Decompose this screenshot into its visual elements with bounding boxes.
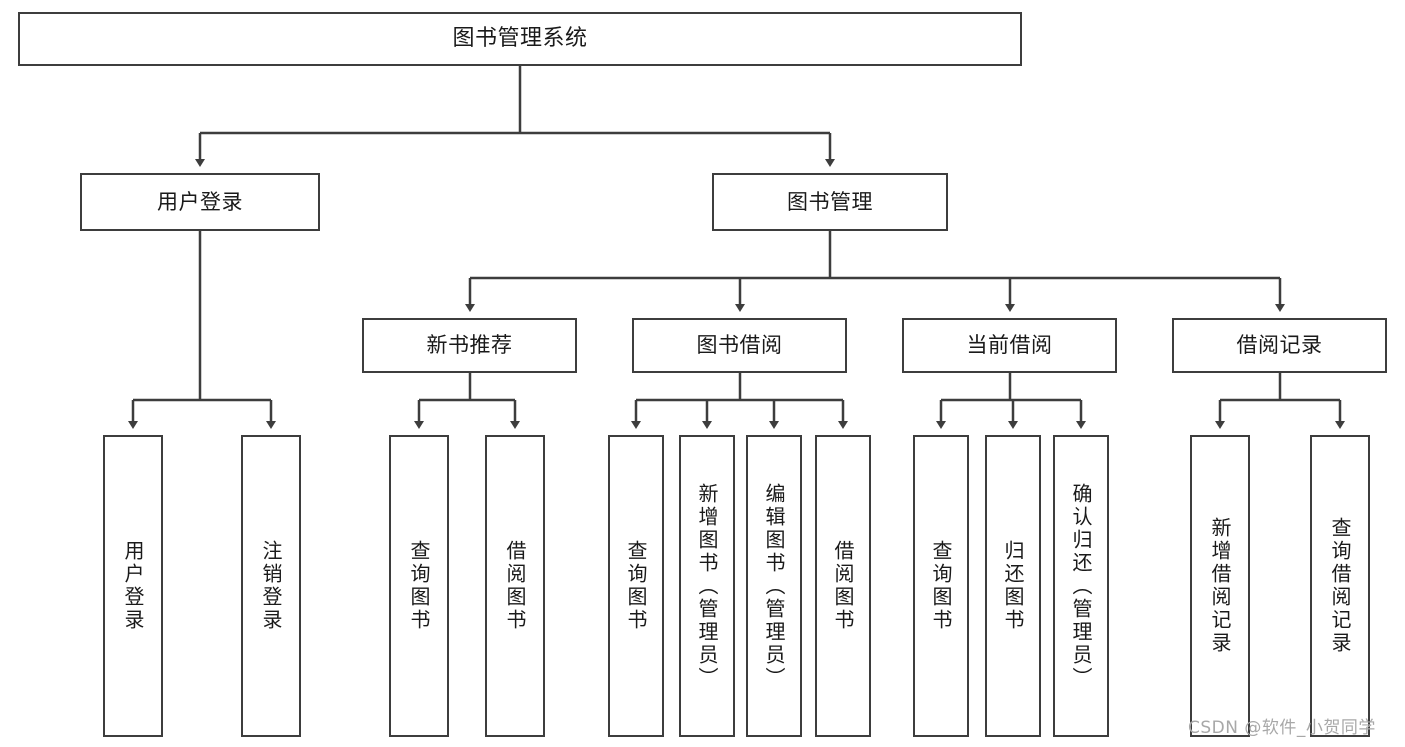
node-leaf-confirm-return-label: 确认归还（管理员） xyxy=(1069,482,1093,690)
node-leaf-borrow-book[interactable]: 借阅图书 xyxy=(815,435,871,737)
node-leaf-user-logout[interactable]: 注销登录 xyxy=(241,435,301,737)
node-book-borrow-label: 图书借阅 xyxy=(696,333,783,358)
node-leaf-query-record[interactable]: 查询借阅记录 xyxy=(1310,435,1370,737)
node-root[interactable]: 图书管理系统 xyxy=(18,12,1022,66)
node-leaf-borrow-book-rec[interactable]: 借阅图书 xyxy=(485,435,545,737)
node-leaf-query-record-label: 查询借阅记录 xyxy=(1328,517,1352,655)
node-leaf-return-book[interactable]: 归还图书 xyxy=(985,435,1041,737)
node-leaf-edit-book-label: 编辑图书（管理员） xyxy=(762,482,786,690)
node-root-label: 图书管理系统 xyxy=(452,26,588,52)
node-current-borrow[interactable]: 当前借阅 xyxy=(902,318,1117,373)
watermark: CSDN @软件_小贺同学 xyxy=(1188,718,1376,738)
node-current-borrow-label: 当前借阅 xyxy=(966,333,1053,358)
node-borrow-record[interactable]: 借阅记录 xyxy=(1172,318,1387,373)
node-leaf-add-book[interactable]: 新增图书（管理员） xyxy=(679,435,735,737)
node-leaf-return-book-label: 归还图书 xyxy=(1001,540,1025,632)
node-book-borrow[interactable]: 图书借阅 xyxy=(632,318,847,373)
node-book-manage[interactable]: 图书管理 xyxy=(712,173,948,231)
node-leaf-query-book-borrow[interactable]: 查询图书 xyxy=(608,435,664,737)
node-leaf-user-logout-label: 注销登录 xyxy=(259,540,283,632)
node-new-book-rec-label: 新书推荐 xyxy=(426,333,513,358)
node-leaf-edit-book[interactable]: 编辑图书（管理员） xyxy=(746,435,802,737)
node-user-login-label: 用户登录 xyxy=(157,189,243,214)
node-new-book-rec[interactable]: 新书推荐 xyxy=(362,318,577,373)
node-leaf-confirm-return[interactable]: 确认归还（管理员） xyxy=(1053,435,1109,737)
node-leaf-query-book-rec[interactable]: 查询图书 xyxy=(389,435,449,737)
node-leaf-query-book-rec-label: 查询图书 xyxy=(407,540,431,632)
node-leaf-borrow-book-rec-label: 借阅图书 xyxy=(503,540,527,632)
node-leaf-borrow-book-label: 借阅图书 xyxy=(831,540,855,632)
node-leaf-user-login[interactable]: 用户登录 xyxy=(103,435,163,737)
node-leaf-add-book-label: 新增图书（管理员） xyxy=(695,482,719,690)
node-leaf-add-record-label: 新增借阅记录 xyxy=(1208,517,1232,655)
node-leaf-query-book-current[interactable]: 查询图书 xyxy=(913,435,969,737)
node-leaf-query-book-borrow-label: 查询图书 xyxy=(624,540,648,632)
node-user-login[interactable]: 用户登录 xyxy=(80,173,320,231)
node-borrow-record-label: 借阅记录 xyxy=(1236,333,1323,358)
node-leaf-add-record[interactable]: 新增借阅记录 xyxy=(1190,435,1250,737)
node-leaf-query-book-current-label: 查询图书 xyxy=(929,540,953,632)
node-book-manage-label: 图书管理 xyxy=(787,189,873,214)
node-leaf-user-login-label: 用户登录 xyxy=(121,540,145,632)
